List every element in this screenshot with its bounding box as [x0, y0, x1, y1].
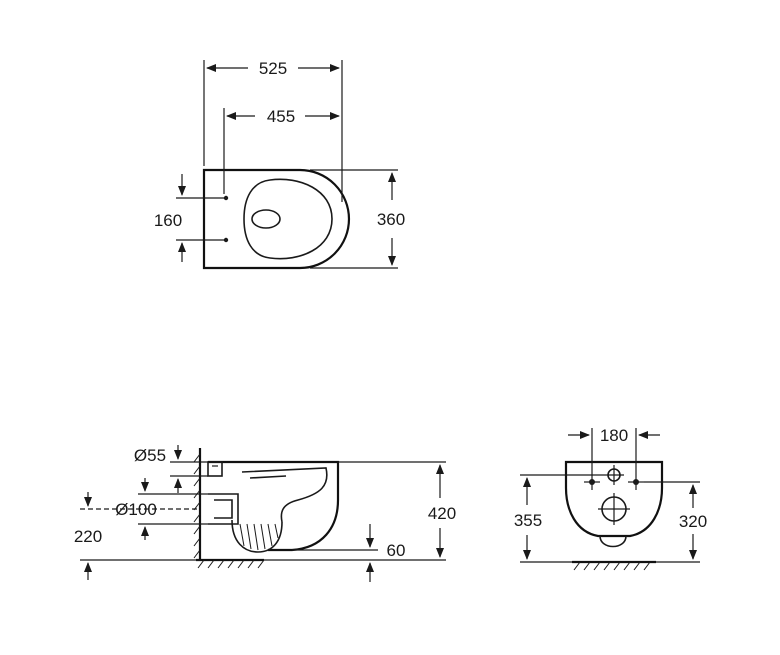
rear-view-body — [564, 460, 664, 538]
side-view-wall-hatch — [193, 453, 201, 559]
dim-360-label: 360 — [377, 210, 405, 229]
rear-view-floor-hatch — [573, 561, 651, 571]
dim-455-label: 455 — [267, 107, 295, 126]
rear-view-inlet-circle — [604, 465, 624, 485]
top-view-fixing-hole-top — [223, 195, 229, 201]
rear-view-outlet-bump — [599, 535, 627, 548]
rear-view: 180 355 320 — [514, 426, 707, 571]
top-view-bowl-outline — [202, 168, 351, 270]
top-view: 525 455 160 360 — [154, 59, 405, 270]
top-view-fixing-hole-bottom — [223, 237, 229, 243]
dim-160-label: 160 — [154, 211, 182, 230]
top-view-drain — [251, 209, 281, 229]
rear-view-fixing-hole-left — [584, 474, 600, 490]
side-view-bowl-body — [208, 460, 340, 552]
side-view-trap — [231, 519, 283, 553]
dim-o55-label: Ø55 — [134, 446, 166, 465]
side-view-inlet — [207, 461, 223, 477]
dim-320-label: 320 — [679, 512, 707, 531]
dim-180-label: 180 — [600, 426, 628, 445]
side-view-trap-hatch — [239, 523, 279, 551]
side-view-outlet — [208, 493, 239, 525]
dim-220-label: 220 — [74, 527, 102, 546]
side-view-floor-hatch — [197, 559, 265, 569]
rear-view-fixing-hole-right — [628, 474, 644, 490]
rear-view-outlet-circle — [598, 493, 630, 525]
side-view: Ø55 Ø100 220 420 60 — [74, 445, 456, 582]
dim-525-label: 525 — [259, 59, 287, 78]
side-view-inner-bowl — [241, 467, 328, 523]
dim-355-label: 355 — [514, 511, 542, 530]
dim-60-label: 60 — [387, 541, 406, 560]
dim-420-label: 420 — [428, 504, 456, 523]
top-view-inner-bowl — [243, 178, 333, 260]
